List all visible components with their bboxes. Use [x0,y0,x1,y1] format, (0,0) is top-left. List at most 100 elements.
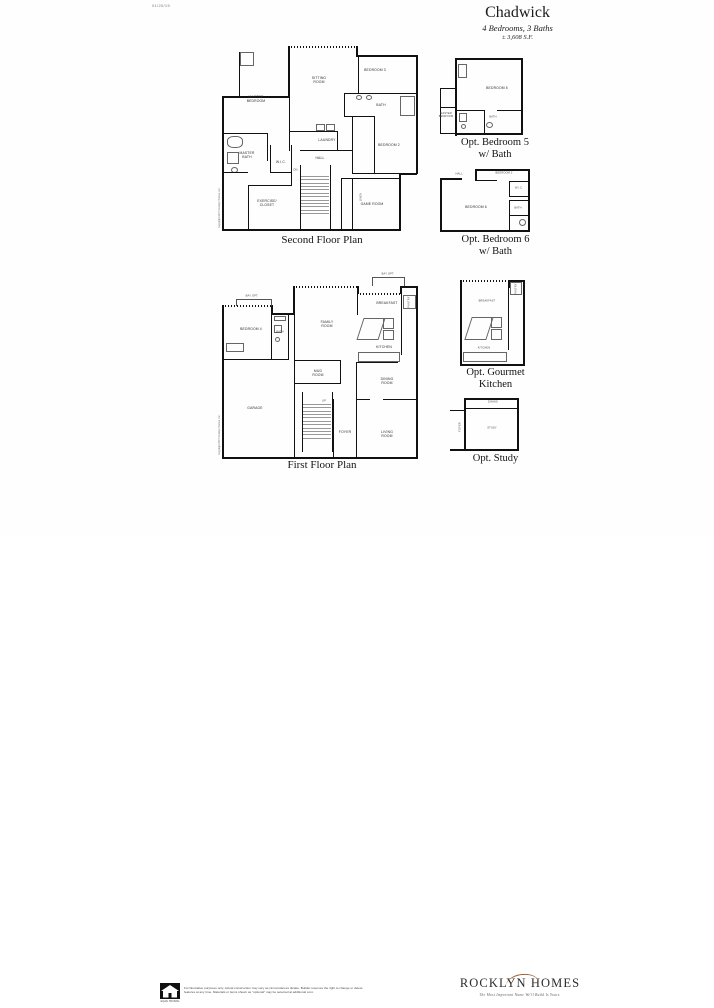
wall [509,181,511,196]
range-fixture [383,318,394,329]
wall [383,399,416,401]
wall [222,96,290,98]
wall [416,286,418,458]
closet [240,52,254,66]
wall [374,116,376,174]
room-label: BEDROOM 4 [240,326,262,331]
wall [357,286,359,294]
wall [399,173,401,230]
wall [302,392,304,452]
kitchen-island [356,318,386,340]
plan-name: Chadwick [485,4,550,21]
wall [455,58,523,60]
vanity-fixture [274,316,286,321]
wall [294,383,341,385]
room-label: EXERCISE/ CLOSET [257,198,277,207]
date-stamp: 01/20/15 [152,3,170,8]
wall [356,55,418,57]
wall [460,280,462,364]
wall [222,96,224,230]
wall [294,313,296,360]
second-floor-plan-title: Second Floor Plan [281,234,363,246]
disclaimer-text: For illustrative purposes only. Actual c… [184,986,363,995]
wall [517,398,519,450]
wall [267,133,269,161]
wall [509,215,529,217]
wall [271,305,273,314]
sink-fixture [519,219,526,226]
wall [300,150,352,152]
room-label: BREAKFAST [478,299,496,303]
counter [358,352,400,362]
room-label: PANTRY [514,283,518,295]
room-label: LINEN [359,192,363,202]
wall [400,286,418,288]
wall [460,280,510,282]
wall [289,131,337,133]
room-label: MASTER BATH [239,150,255,159]
room-label: MUD ROOM [312,368,324,377]
wall [332,392,334,452]
wall [289,131,291,151]
wall [356,362,398,364]
wall [333,399,335,457]
wall [440,133,456,135]
opt-gourmet-kitchen-title-line2: Kitchen [478,379,513,390]
builder-tagline: The Most Important Name We'll Build Is Y… [479,993,561,997]
opt-gourmet-kitchen-title-line1: Opt. Gourmet [466,367,525,378]
wall [475,169,530,171]
room-label: HALL [315,155,325,160]
wall [464,398,466,450]
tub-fixture [227,136,243,148]
wall [440,180,442,232]
wall [509,196,529,198]
wall [352,178,354,229]
room-label: BEDROOM 6 [465,204,487,209]
wall [271,313,294,315]
closet-shelf [226,343,244,352]
room-label: LIVING ROOM [380,429,394,438]
equal-housing-opportunity-icon: EQUAL HOUSING [160,983,180,1003]
room-label: KITCHEN [477,346,491,350]
room-label: GARAGE [247,405,263,410]
room-label: MASTER BEDROOM [246,94,266,103]
wall [270,172,292,174]
wall [508,280,524,282]
room-label: BAY OPT. [245,294,259,298]
bay-option-outline [404,277,405,286]
wall [356,399,370,401]
wall [416,55,418,174]
wall [344,116,375,118]
wall [464,398,519,400]
counter [491,329,502,340]
wall [455,133,523,135]
wall [475,169,477,181]
builder-logo: ROCKLYN HOMES The Most Important Name We… [455,971,585,997]
room-label: FAMILY ROOM [320,319,334,328]
wall [440,230,530,232]
wall [508,288,510,350]
room-label: GAME ROOM [360,201,384,206]
wall [248,185,250,229]
wall [341,178,399,180]
wall [344,93,346,117]
room-label: KITCHEN [376,344,392,349]
wall [356,46,358,56]
wall [222,359,289,361]
wall [455,110,485,112]
wall [455,58,457,136]
bay-option-outline [236,299,237,306]
wall [330,165,332,229]
wall [344,93,417,95]
stair-treads [301,176,329,214]
wall [248,185,292,187]
wall [497,110,523,112]
wall [464,408,519,410]
wall [288,313,290,360]
plan-bed-bath: 4 Bedrooms, 3 Baths [482,23,553,33]
wall [352,173,400,175]
wall [357,293,401,295]
room-label: BATH [376,102,386,107]
wall [484,110,486,134]
opt-bedroom-6-title-line2: w/ Bath [479,246,512,257]
